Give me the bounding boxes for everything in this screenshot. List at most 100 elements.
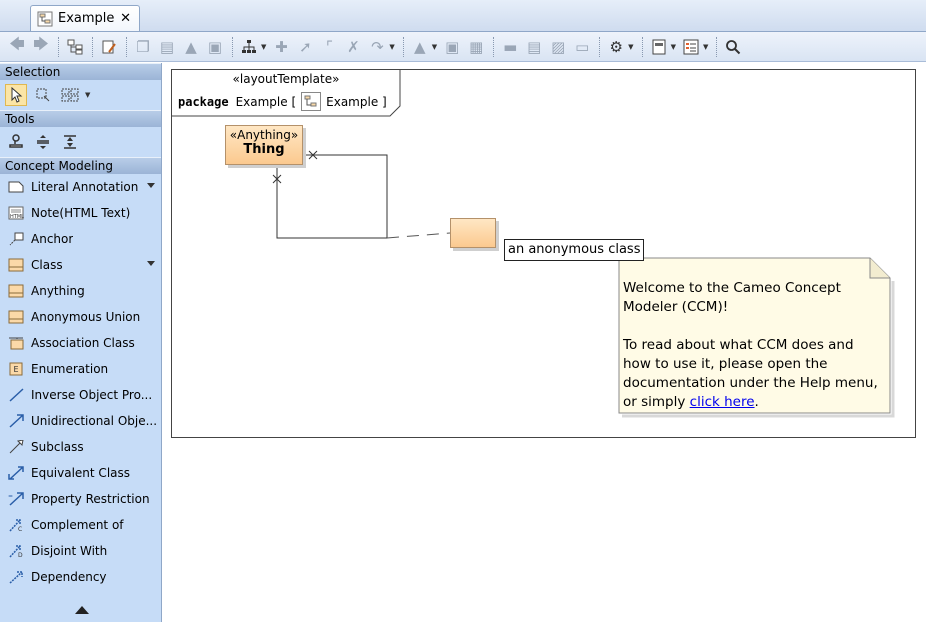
anchor-icon xyxy=(7,231,25,247)
diagram-frame[interactable] xyxy=(171,69,916,438)
toolbar-separator xyxy=(232,36,234,57)
palette-item-dependency[interactable]: Dependency xyxy=(0,564,161,590)
tools-row xyxy=(0,127,161,157)
distribute-vertical-icon[interactable] xyxy=(32,131,54,153)
palette-item-anything[interactable]: Anything xyxy=(0,278,161,304)
tab-example[interactable]: Example ✕ xyxy=(30,5,140,31)
path-rectilinear-icon[interactable]: ⌜ xyxy=(325,37,333,56)
bring-front-icon[interactable]: ▣ xyxy=(445,37,460,56)
grid-icon[interactable]: ▤ xyxy=(527,37,542,56)
palette-item-anonymous-union[interactable]: Anonymous Union xyxy=(0,304,161,330)
click-here-link[interactable]: click here xyxy=(689,394,755,410)
chevron-down-icon[interactable]: ▼ xyxy=(702,42,709,51)
palette-item-equivalent-class[interactable]: Equivalent Class xyxy=(0,460,161,486)
palette-item-unidirectional-object-property[interactable]: Unidirectional Obje... xyxy=(0,408,161,434)
rectangle-select-icon[interactable] xyxy=(32,84,54,106)
list-icon[interactable] xyxy=(680,36,702,58)
close-icon[interactable]: ✕ xyxy=(120,11,131,26)
palette-item-subclass[interactable]: Subclass xyxy=(0,434,161,460)
duplicate-icon[interactable]: ▣ xyxy=(207,37,223,56)
palette-item-literal-annotation[interactable]: Literal Annotation xyxy=(0,174,161,200)
palette-item-label: Literal Annotation xyxy=(31,180,139,194)
send-back-icon[interactable]: ▦ xyxy=(469,37,484,56)
toolbar-separator xyxy=(641,36,644,57)
palette-item-association-class[interactable]: Association Class xyxy=(0,330,161,356)
chevron-down-icon[interactable]: ▼ xyxy=(389,42,395,51)
note-period: . xyxy=(754,394,759,410)
stamp-icon[interactable] xyxy=(5,131,27,153)
palette-item-property-restriction[interactable]: = Property Restriction xyxy=(0,486,161,512)
generalization-icon xyxy=(7,439,25,455)
palette-item-class[interactable]: Class xyxy=(0,252,161,278)
anchor-dashed-line[interactable] xyxy=(386,232,451,239)
palette-item-inverse-object-property[interactable]: Inverse Object Pro... xyxy=(0,382,161,408)
forward-arrow-icon[interactable]: 🡆 xyxy=(33,35,49,53)
chevron-down-icon[interactable]: ▼ xyxy=(628,42,634,51)
welcome-note[interactable]: Welcome to the Cameo Concept Modeler (CC… xyxy=(623,279,883,431)
chevron-down-icon[interactable] xyxy=(147,261,155,266)
chevron-down-icon[interactable]: ▼ xyxy=(670,42,676,51)
palette-item-label: Equivalent Class xyxy=(31,466,131,480)
back-arrow-icon[interactable]: 🡄 xyxy=(9,35,25,53)
palette-item-label: Association Class xyxy=(31,336,135,350)
tab-bar: Example ✕ xyxy=(0,0,926,32)
palette-item-complement-of[interactable]: C Complement of xyxy=(0,512,161,538)
restriction-icon: = xyxy=(7,491,25,507)
toolbar-separator xyxy=(716,36,718,57)
edit-properties-icon[interactable] xyxy=(98,36,120,58)
display-icon[interactable] xyxy=(648,36,670,58)
fill-color-icon[interactable]: ▲ xyxy=(414,37,426,56)
chevron-down-icon[interactable]: ▼ xyxy=(261,42,267,51)
align-icon[interactable]: ▬ xyxy=(503,37,518,56)
route-icon[interactable]: ✚ xyxy=(275,37,288,56)
palette-item-anchor[interactable]: Anchor xyxy=(0,226,161,252)
path-bezier-icon[interactable]: ↷ xyxy=(371,37,384,56)
multi-select-icon[interactable] xyxy=(59,84,81,106)
copy-icon[interactable]: ❐ xyxy=(136,37,150,56)
note-shadow xyxy=(622,281,895,418)
chevron-down-icon[interactable]: ▼ xyxy=(85,91,91,99)
search-icon[interactable] xyxy=(722,36,744,58)
self-association-line[interactable] xyxy=(276,154,388,239)
palette-item-label: Unidirectional Obje... xyxy=(31,414,156,428)
frame-ref: Example ] xyxy=(326,94,387,109)
palette-section-tools[interactable]: Tools xyxy=(0,110,161,127)
enumeration-icon: E xyxy=(7,361,25,377)
paste-icon[interactable]: ▤ xyxy=(159,37,175,56)
path-oblique-icon[interactable]: ✗ xyxy=(347,37,360,56)
path-straight-icon[interactable]: ➚ xyxy=(299,37,312,56)
anonymous-class-label[interactable]: an anonymous class xyxy=(504,239,645,261)
gear-icon[interactable]: ⚙ xyxy=(609,37,623,56)
note-body: To read about what CCM does and how to u… xyxy=(623,337,878,410)
toolbar-separator xyxy=(58,36,60,57)
disjoint-icon: D xyxy=(7,543,25,559)
palette-item-note-html[interactable]: HTML Note(HTML Text) xyxy=(0,200,161,226)
anonymous-class[interactable] xyxy=(450,218,496,248)
pointer-icon[interactable] xyxy=(5,84,27,106)
chevron-down-icon[interactable] xyxy=(147,183,155,188)
association-end-mark xyxy=(272,174,282,184)
palette-section-concept-modeling[interactable]: Concept Modeling xyxy=(0,157,161,174)
palette-item-disjoint-with[interactable]: D Disjoint With xyxy=(0,538,161,564)
welcome-note-shape[interactable] xyxy=(618,257,891,414)
palette-scroll-up-icon[interactable] xyxy=(75,606,89,614)
dependency-icon xyxy=(7,569,25,585)
containment-tree-icon[interactable] xyxy=(64,36,86,58)
frame-keyword: package xyxy=(178,94,229,109)
distribute-horizontal-icon[interactable] xyxy=(59,131,81,153)
diagram-icon xyxy=(37,11,53,26)
svg-text:=: = xyxy=(8,493,13,500)
delete-icon[interactable]: ▲ xyxy=(185,37,197,56)
palette-section-selection[interactable]: Selection xyxy=(0,63,161,80)
frame-header: package Example [ Example ] xyxy=(178,92,387,111)
chevron-down-icon[interactable]: ▼ xyxy=(431,42,438,51)
monitor-icon[interactable]: ▭ xyxy=(575,37,590,56)
selection-tools: ▼ xyxy=(0,80,161,110)
palette-item-enumeration[interactable]: E Enumeration xyxy=(0,356,161,382)
image-icon[interactable]: ▨ xyxy=(551,37,566,56)
class-thing[interactable]: «Anything» Thing xyxy=(225,125,303,165)
palette-item-label: Complement of xyxy=(31,518,124,532)
layout-icon[interactable] xyxy=(238,36,260,58)
diagram-palette: Selection ▼ Tools Concept Modeling Liter… xyxy=(0,63,162,622)
